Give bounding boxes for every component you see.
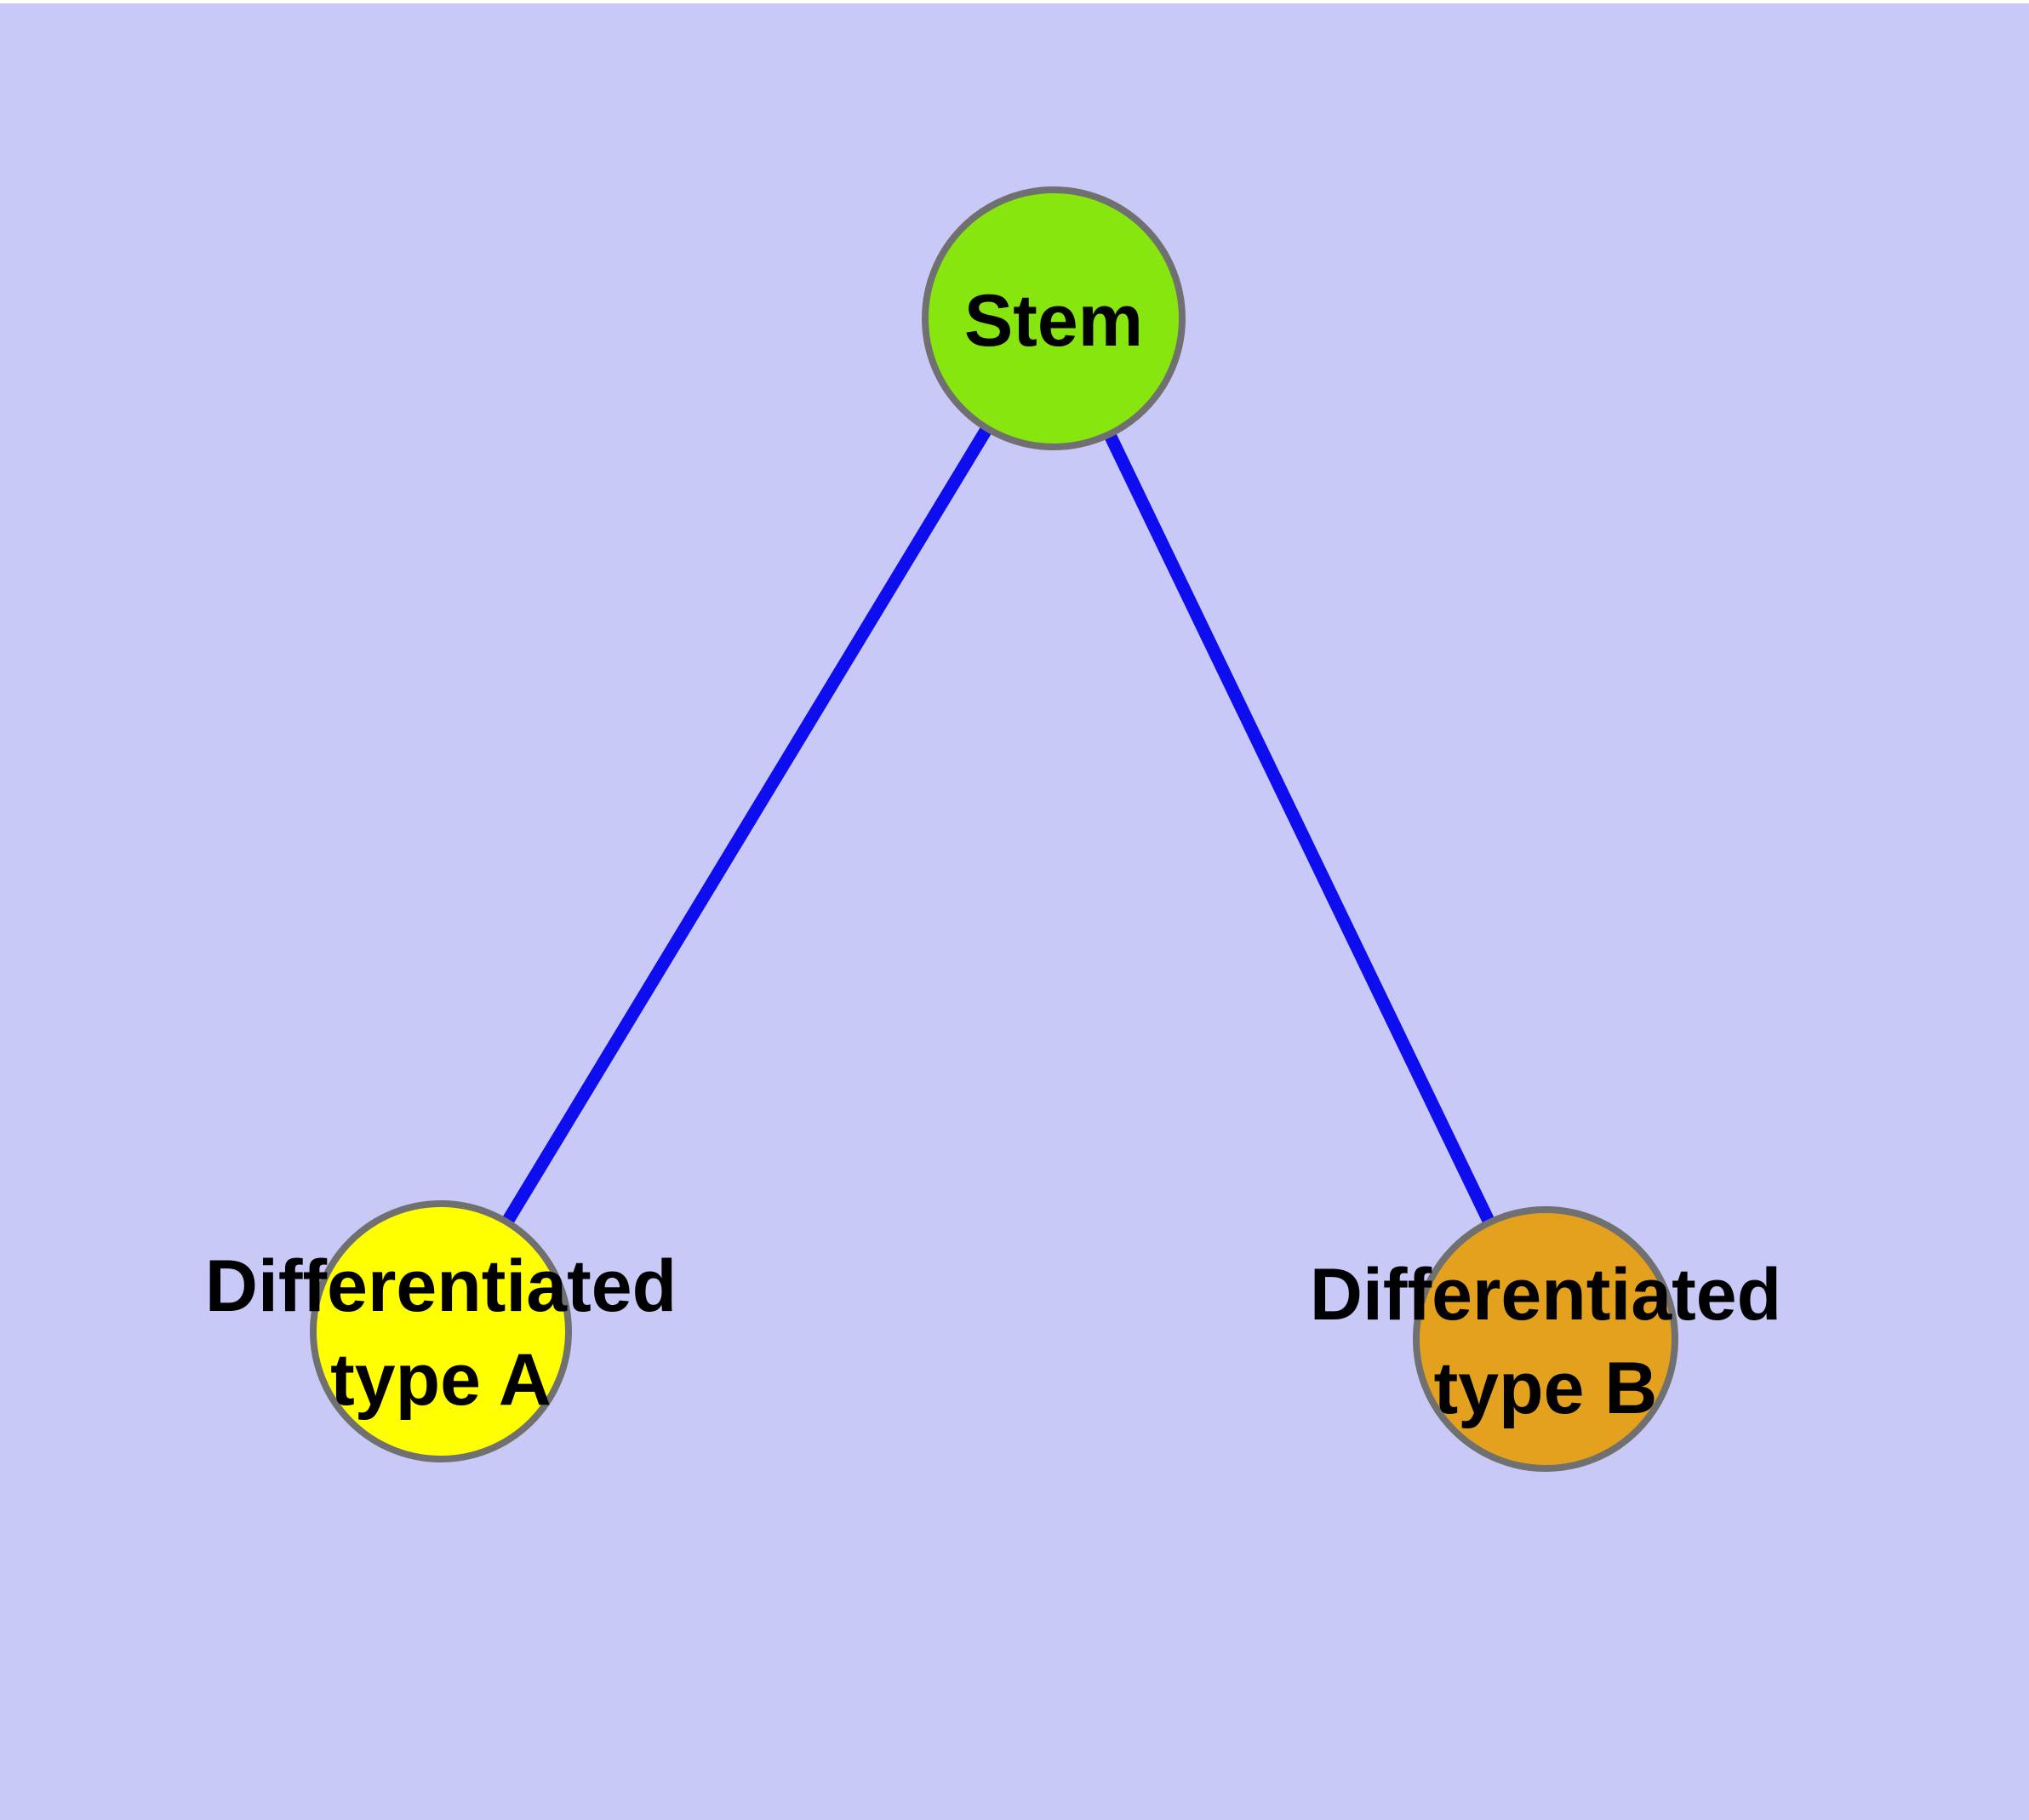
node-type-b-label-line1: Differentiated <box>1310 1254 1781 1336</box>
node-stem <box>922 186 1186 450</box>
node-type-b <box>1413 1206 1678 1472</box>
top-edge-strip <box>0 0 2029 3</box>
edge-stem-to-type-b <box>1048 315 1552 1342</box>
node-type-a-label-line1: Differentiated <box>205 1245 677 1327</box>
node-type-a-label-line2: type A <box>330 1339 552 1421</box>
node-type-b-label-line2: type B <box>1434 1348 1658 1429</box>
edge-stem-to-type-a <box>435 315 1060 1335</box>
node-type-a <box>310 1200 572 1462</box>
node-stem-label: Stem <box>964 280 1143 362</box>
